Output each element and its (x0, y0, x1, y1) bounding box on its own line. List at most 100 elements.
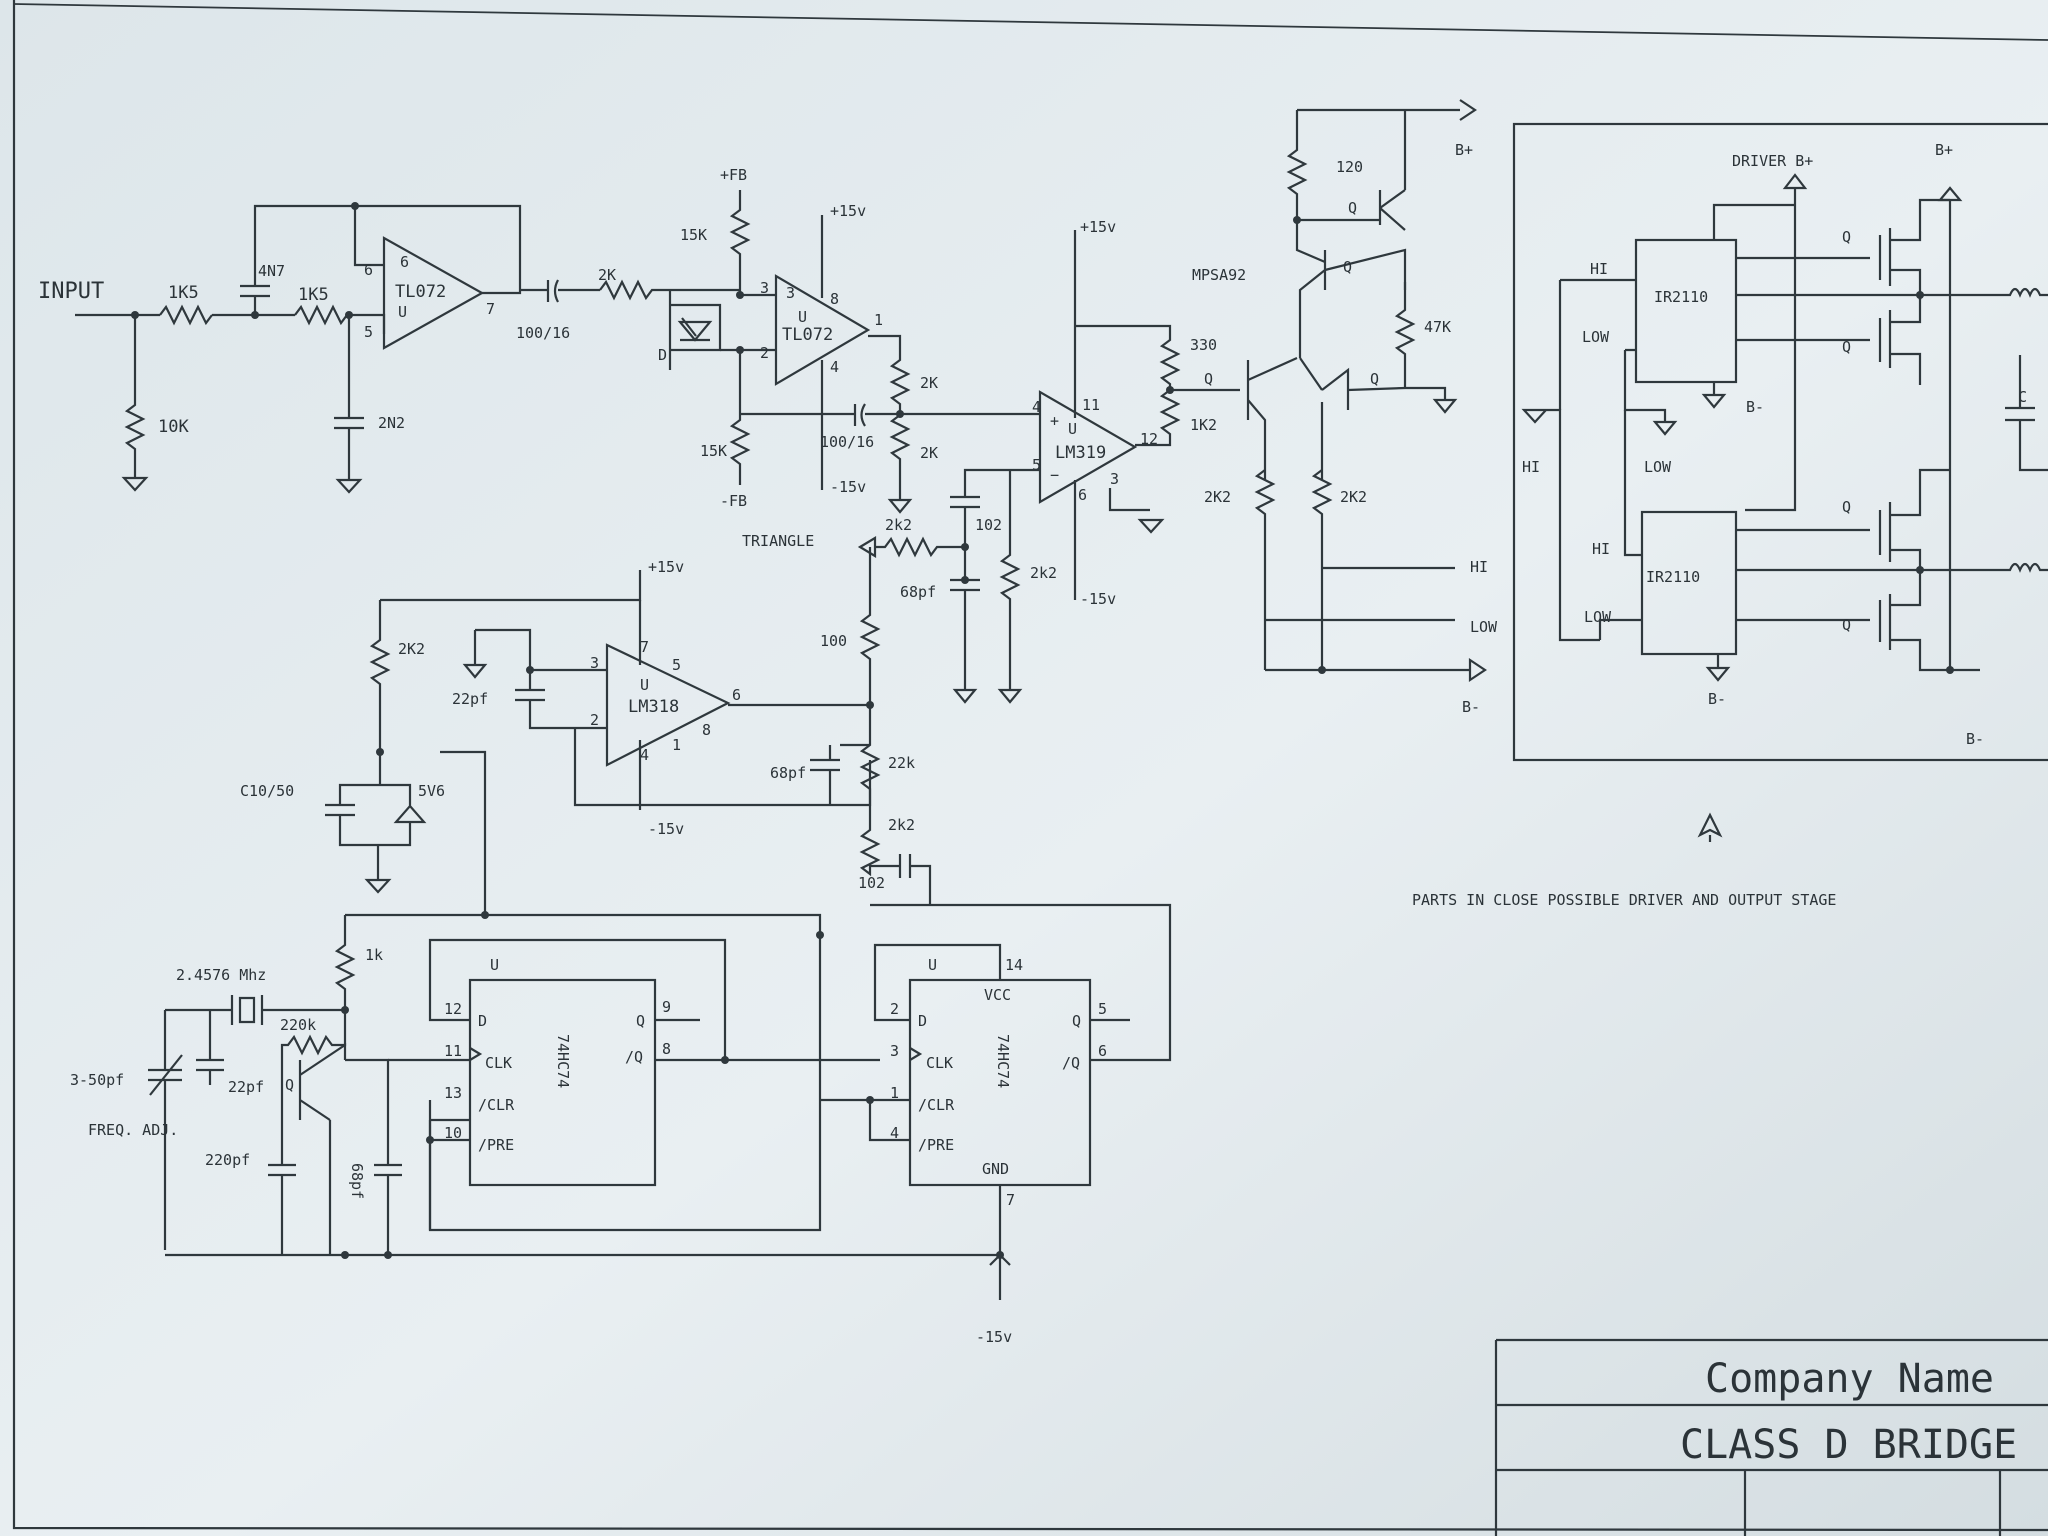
lm318-name: LM318 (628, 697, 679, 717)
low-b-label: LOW (1582, 328, 1610, 346)
bridge-stage: DRIVER B+ B+ IR2110 HI LOW HI LOW B- IR2… (1412, 122, 2048, 909)
opamp1-minus: 6 (400, 253, 409, 271)
ff1-pre: /PRE (478, 1136, 514, 1154)
pin-6-label: 6 (364, 261, 373, 279)
bn-d-label: B- (1966, 730, 1984, 748)
pin-5c-label: 5 (1032, 456, 1041, 474)
r-15k-bot-label: 15K (700, 442, 727, 460)
ff2-q: Q (1072, 1012, 1081, 1030)
pin-3c-label: 3 (1110, 470, 1119, 488)
ff1-clr: /CLR (478, 1096, 515, 1114)
ff1-u: U (490, 956, 499, 974)
r-100-label: 100 (820, 632, 847, 650)
vneg-2-label: -15v (1080, 590, 1116, 608)
cap-100-16-label: 100/16 (516, 324, 570, 342)
lm318-u: U (640, 676, 649, 694)
q-b3-label: Q (1842, 498, 1851, 516)
hi-c-label: HI (1522, 458, 1540, 476)
ff2-vcc: VCC (984, 986, 1011, 1004)
driver-bp-label: DRIVER B+ (1732, 152, 1813, 170)
pin-7-label: 7 (486, 300, 495, 318)
q1-label: Q (1348, 199, 1357, 217)
c10-50-label: C10/50 (240, 782, 294, 800)
cap-100-16-b-label: 100/16 (820, 433, 874, 451)
title-block: Company Name CLASS D BRIDGE (1494, 1338, 2048, 1536)
bpos-a-label: B+ (1455, 141, 1473, 159)
bn-c-label: B- (1708, 690, 1726, 708)
ir2110-a-label: IR2110 (1654, 288, 1708, 306)
ff1-p9: 9 (662, 998, 671, 1016)
pin-11-label: 11 (1082, 396, 1100, 414)
r-2k-div1-label: 2K (920, 374, 938, 392)
bneg-a-label: B- (1462, 698, 1480, 716)
hi-d-label: HI (1592, 540, 1610, 558)
ff1-p12: 12 (444, 1000, 462, 1018)
r-2k-div2-label: 2K (920, 444, 938, 462)
r-1k-label: 1k (365, 946, 383, 964)
comp-minus-sign: − (1050, 466, 1059, 484)
pin-3-label: 3 (760, 279, 769, 297)
r-120-label: 120 (1336, 158, 1363, 176)
pin-5-label: 5 (364, 323, 373, 341)
bp-b-label: B+ (1935, 141, 1953, 159)
c-220pf-label: 220pf (205, 1151, 250, 1169)
pin-6c-label: 6 (1078, 486, 1087, 504)
ff2-gnd: GND (982, 1160, 1009, 1178)
input-label: INPUT (38, 279, 104, 304)
pin-8i-label: 8 (702, 721, 711, 739)
ff2-p3: 3 (890, 1042, 899, 1060)
q3-label: Q (1204, 370, 1213, 388)
c-102-i-label: 102 (858, 874, 885, 892)
opamp1-u: U (398, 303, 407, 321)
company-name: Company Name (1705, 1356, 1994, 1402)
pin-12-label: 12 (1140, 430, 1158, 448)
pin-8-label: 8 (830, 290, 839, 308)
q2-label: Q (1343, 258, 1352, 276)
c-2n2-label: 2N2 (378, 414, 405, 432)
pin-1i-label: 1 (672, 736, 681, 754)
low-out-label: LOW (1470, 618, 1498, 636)
r-1k5-b-label: 1K5 (298, 285, 329, 305)
vpos-3-label: +15v (648, 558, 684, 576)
r-1k2-label: 1K2 (1190, 416, 1217, 434)
q4-label: Q (1370, 370, 1379, 388)
r-15k-top-label: 15K (680, 226, 707, 244)
ff2-p14: 14 (1005, 956, 1023, 974)
r-2k2-c-label: 2k2 (1030, 564, 1057, 582)
comp-u: U (1068, 420, 1077, 438)
ff1-d: D (478, 1012, 487, 1030)
zener-label: 5V6 (418, 782, 445, 800)
ff2-p7: 7 (1006, 1191, 1015, 1209)
r-220k-label: 220k (280, 1016, 316, 1034)
fb-pos-label: +FB (720, 166, 747, 184)
ff2-clr: /CLR (918, 1096, 955, 1114)
ff2-pre: /PRE (918, 1136, 954, 1154)
c-68pf-i-label: 68pf (770, 764, 806, 782)
bridge-note: PARTS IN CLOSE POSSIBLE DRIVER AND OUTPU… (1412, 891, 1836, 909)
r-2k2-hi-label: 2K2 (1204, 488, 1231, 506)
ff1-p11: 11 (444, 1042, 462, 1060)
comp-plus-sign: + (1050, 412, 1059, 430)
vneg-3-label: -15v (648, 820, 684, 838)
ff2-nq: /Q (1062, 1054, 1080, 1072)
opamp2-name: TL072 (782, 325, 833, 345)
q-b4-label: Q (1842, 616, 1851, 634)
pin-4i-label: 4 (640, 746, 649, 764)
pin-1-label: 1 (874, 311, 883, 329)
ir2110-b-label: IR2110 (1646, 568, 1700, 586)
vneg-1-label: -15v (830, 478, 866, 496)
pin-5i-label: 5 (672, 656, 681, 674)
pin-7i-label: 7 (640, 638, 649, 656)
ff2-vneg: -15v (976, 1328, 1012, 1346)
r-330-label: 330 (1190, 336, 1217, 354)
c-68pf-o-label: 68pf (348, 1163, 366, 1199)
comp-name: LM319 (1055, 443, 1106, 463)
r-2k2-i-label: 2K2 (398, 640, 425, 658)
ff2-p2: 2 (890, 1000, 899, 1018)
ff2-name: 74HC74 (994, 1034, 1012, 1088)
ff2-p1: 1 (890, 1084, 899, 1102)
hi-out-label: HI (1470, 558, 1488, 576)
low-c-label: LOW (1644, 458, 1672, 476)
bn-b-label: B- (1746, 398, 1764, 416)
opamp2-plus: 3 (786, 284, 795, 302)
